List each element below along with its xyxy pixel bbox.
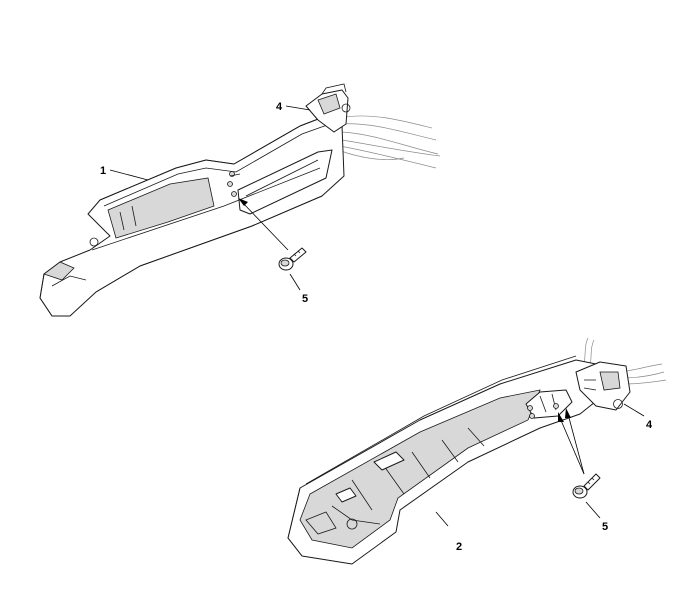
- top-screw-leader: [289, 273, 301, 291]
- top-install-arrow: [238, 198, 289, 251]
- top-panel-leader: [109, 169, 149, 181]
- callout-2: 2: [456, 541, 462, 553]
- top-mounting-bracket: [305, 83, 351, 133]
- bottom-panel-leader: [435, 511, 449, 527]
- callout-1: 1: [100, 165, 106, 177]
- bottom-screw: [572, 473, 601, 499]
- callout-5-bottom: 5: [602, 521, 608, 533]
- bottom-assembly: 2 4 5: [287, 337, 667, 565]
- bottom-armrest-panel: [287, 355, 611, 565]
- bottom-install-arrow: [558, 408, 585, 475]
- bottom-bracket-leader: [623, 403, 645, 417]
- top-assembly: 1 4 5: [39, 83, 441, 317]
- top-bracket-leader: [285, 105, 311, 111]
- callout-5-top: 5: [302, 293, 308, 305]
- top-wire-harness: [337, 115, 441, 169]
- callout-4-bottom: 4: [646, 419, 653, 431]
- bottom-mounting-bracket: [575, 361, 631, 411]
- callout-4-top: 4: [276, 101, 283, 113]
- top-screw: [278, 247, 307, 271]
- bottom-screw-leader: [585, 501, 601, 519]
- top-armrest-panel: [39, 115, 345, 317]
